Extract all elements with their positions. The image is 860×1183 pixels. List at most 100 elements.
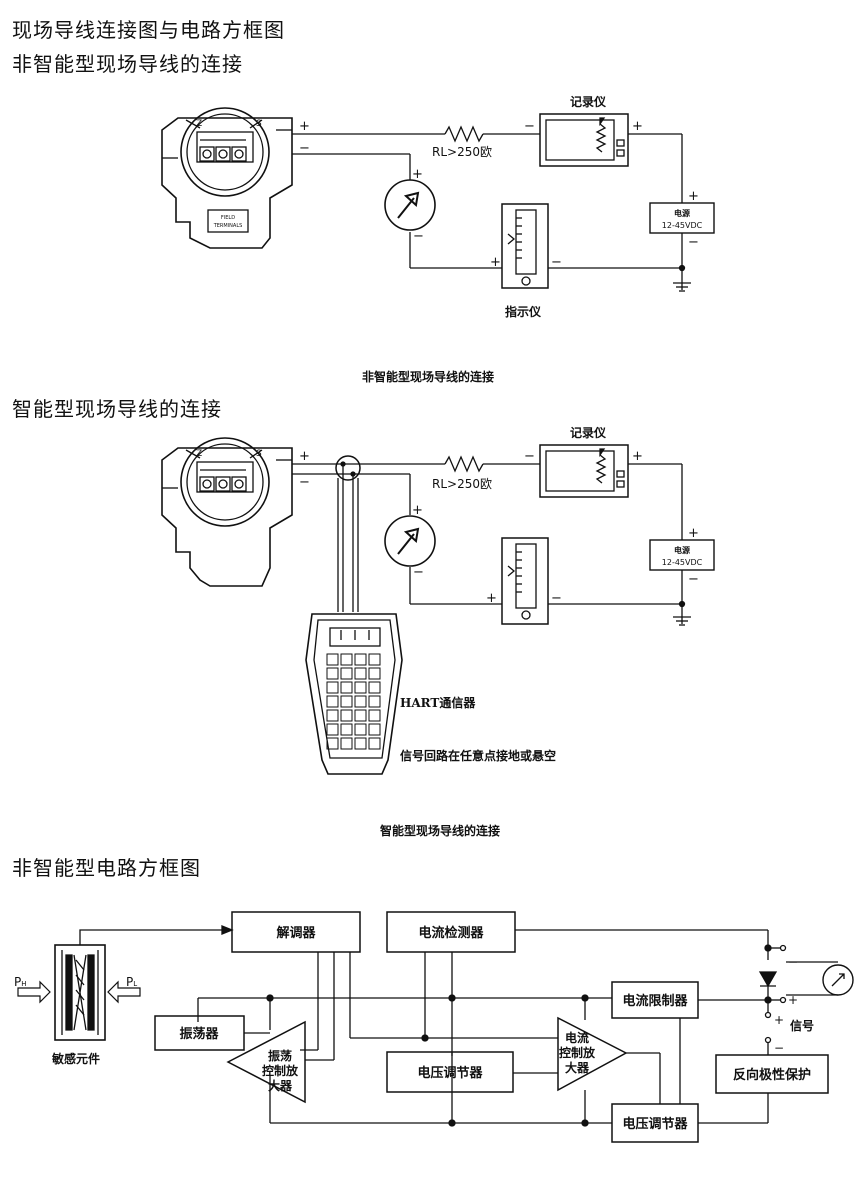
page-title: 现场导线连接图与电路方框图 [12, 18, 285, 42]
sensor-element [54, 944, 106, 1041]
transmitter-1 [161, 107, 293, 249]
svg-text:+: + [774, 1013, 784, 1027]
demodulator-label: 解调器 [275, 925, 316, 941]
hart-key [368, 709, 381, 722]
signal-label: 信号 [790, 1018, 814, 1033]
svg-text:+: + [299, 449, 310, 464]
svg-text:−: − [524, 119, 535, 134]
svg-text:−: − [299, 141, 310, 156]
hart-communicator [305, 613, 403, 775]
hart-key [340, 695, 353, 708]
power-supply-1 [649, 202, 715, 234]
osc-amp-triangle [226, 1020, 306, 1104]
svg-text:+: + [632, 119, 643, 134]
svg-text:−: − [413, 229, 424, 244]
hart-key [354, 695, 367, 708]
voltage-regulator-label-2: 电压调节器 [622, 1116, 688, 1132]
ammeter-2 [384, 515, 436, 567]
hart-key [340, 723, 353, 736]
svg-text:−: − [688, 235, 699, 250]
current-amp-label-3: 大器 [565, 1060, 590, 1075]
reverse-polarity-label: 反向极性保护 [733, 1067, 811, 1083]
section1-heading: 非智能型现场导线的连接 [12, 52, 243, 76]
resistor-label-1: RL>250欧 [432, 145, 492, 159]
osc-amp-label-3: 大器 [268, 1078, 293, 1093]
voltage-regulator-box-1 [386, 1051, 514, 1093]
hart-key [326, 723, 339, 736]
svg-text:+: + [299, 119, 310, 134]
power-title-2: 电源 [674, 545, 690, 555]
hart-key [326, 695, 339, 708]
svg-text:−: − [524, 449, 535, 464]
hart-key [340, 667, 353, 680]
svg-text:+: + [486, 591, 497, 606]
power-title-1: 电源 [674, 208, 690, 218]
hart-key [354, 723, 367, 736]
sensor-label: 敏感元件 [51, 1051, 100, 1066]
current-limiter-label: 电流限制器 [622, 993, 688, 1009]
hart-key [354, 709, 367, 722]
section1-caption: 非智能型现场导线的连接 [362, 370, 495, 384]
svg-text:+: + [788, 993, 798, 1007]
hart-key [326, 653, 339, 666]
current-limiter-box [611, 981, 699, 1019]
hart-key [368, 653, 381, 666]
resistor-1 [444, 125, 484, 143]
svg-text:−: − [551, 255, 562, 270]
indicator-1 [501, 203, 549, 289]
hart-keypad [326, 653, 381, 750]
hart-key [354, 653, 367, 666]
section3-heading: 非智能型电路方框图 [12, 856, 201, 880]
resistor-label-2: RL>250欧 [432, 477, 492, 491]
svg-text:−: − [774, 1041, 784, 1055]
hart-key [354, 737, 367, 750]
hart-label: HART通信器 [400, 695, 476, 710]
hart-key [340, 681, 353, 694]
indicator-2 [501, 537, 549, 625]
hart-key [368, 723, 381, 736]
voltage-regulator-label-1: 电压调节器 [417, 1065, 483, 1081]
svg-text:−: − [299, 475, 310, 490]
svg-text:Z: Z [196, 449, 202, 459]
voltage-regulator-box-2 [611, 1103, 699, 1143]
svg-text:−: − [413, 565, 424, 580]
transmitter-2 [161, 437, 293, 587]
svg-text:+: + [688, 189, 699, 204]
recorder-2 [539, 444, 629, 498]
hart-key [368, 681, 381, 694]
svg-text:+: + [688, 526, 699, 541]
signal-meter [822, 964, 854, 996]
svg-text:+: + [412, 167, 423, 182]
hart-key [340, 709, 353, 722]
svg-text:−: − [551, 591, 562, 606]
hart-key [354, 667, 367, 680]
ph-label: PH [14, 975, 27, 989]
section2-caption: 智能型现场导线的连接 [380, 824, 501, 838]
diagram-block-circuit: PH PL 敏感元件 解调器 电流检测器 振荡器 振荡 控制放 大器 电压调节器… [14, 911, 854, 1143]
ammeter-1 [384, 179, 436, 231]
osc-amp-label-2: 控制放 [262, 1063, 299, 1078]
terminal-z: Z [196, 119, 202, 129]
power-voltage-2: 12-45VDC [662, 558, 703, 567]
diagram-non-smart-wiring: Z S FIELD TERMINALS [161, 95, 715, 319]
recorder-label-2: 记录仪 [570, 426, 607, 440]
svg-text:−: − [688, 572, 699, 587]
osc-amp-label-1: 振荡 [268, 1048, 292, 1063]
hart-key [368, 667, 381, 680]
hart-key [368, 695, 381, 708]
field-label: FIELD [221, 215, 235, 221]
ph-arrow [17, 980, 51, 1004]
hart-key [340, 653, 353, 666]
recorder-1 [539, 113, 629, 167]
recorder-label-1: 记录仪 [570, 95, 607, 109]
oscillator-label: 振荡器 [179, 1026, 219, 1042]
hart-key [354, 681, 367, 694]
diagram-smart-wiring: Z S [161, 426, 715, 775]
hart-key [368, 737, 381, 750]
svg-text:+: + [632, 449, 643, 464]
svg-text:+: + [412, 503, 423, 518]
indicator-label-1: 指示仪 [505, 304, 542, 319]
current-detector-box [386, 911, 516, 953]
svg-text:S: S [256, 449, 262, 459]
